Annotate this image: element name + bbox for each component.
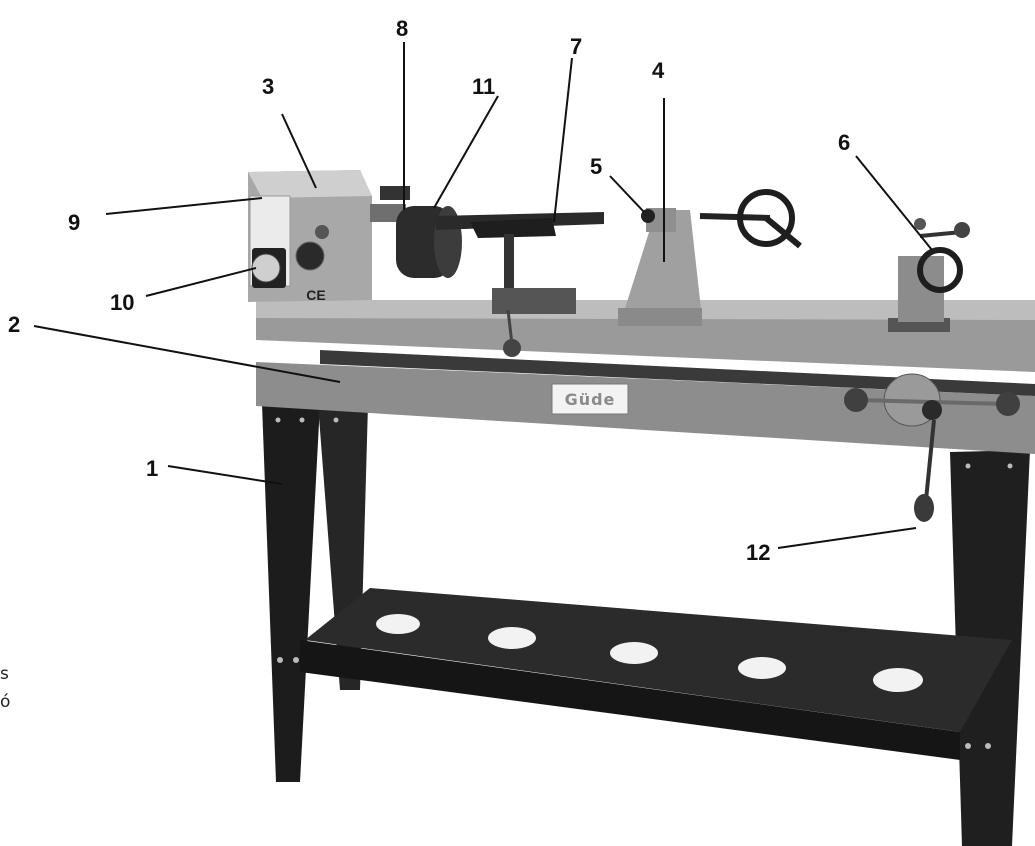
leader-lines — [33, 42, 933, 549]
leader-9 — [105, 197, 263, 215]
leader-7 — [553, 57, 573, 223]
spindle — [370, 204, 406, 222]
tailstock — [618, 189, 802, 326]
leader-10 — [145, 267, 257, 297]
leader-6 — [855, 155, 933, 251]
callout-1: 1 — [146, 456, 158, 481]
headstock: CE — [248, 170, 462, 303]
brand-plate — [551, 383, 629, 415]
callout-12: 12 — [746, 540, 770, 565]
bed-clamp-lever — [844, 373, 1020, 522]
cut-off-text-line-1: s — [0, 664, 9, 684]
bed-top-rail — [256, 318, 1035, 372]
leader-1 — [167, 465, 283, 485]
callout-5: 5 — [590, 154, 602, 179]
brand-logo: Güde — [565, 390, 616, 409]
tailstock-handwheel — [737, 189, 795, 247]
callout-10: 10 — [110, 290, 134, 315]
left-leg — [262, 404, 320, 782]
callout-4: 4 — [652, 58, 665, 83]
callout-numbers: 1 2 3 4 5 6 7 8 9 10 11 12 — [8, 16, 850, 565]
tool-rest-base — [492, 288, 576, 314]
callout-9: 9 — [68, 210, 80, 235]
speed-knob — [295, 241, 325, 271]
bed-lower-beam — [256, 362, 1035, 454]
bottom-shelf — [305, 588, 1012, 732]
callout-2: 2 — [8, 312, 20, 337]
callout-7: 7 — [570, 34, 582, 59]
callout-6: 6 — [838, 130, 850, 155]
leader-12 — [777, 527, 917, 549]
callout-8: 8 — [396, 16, 408, 41]
outboard-handwheel — [917, 247, 963, 293]
leader-3 — [281, 113, 317, 189]
tool-rest — [436, 212, 604, 357]
callout-3: 3 — [262, 74, 274, 99]
cut-off-text-line-2: ó — [0, 692, 11, 712]
stand — [262, 404, 1030, 846]
shelf-front-edge — [300, 640, 960, 760]
callout-11: 11 — [472, 74, 495, 99]
leader-5 — [609, 175, 645, 213]
leader-2 — [33, 325, 341, 383]
ce-mark: CE — [306, 287, 325, 303]
shelf-holes — [376, 614, 923, 692]
outboard-tool-rest — [888, 218, 970, 332]
leader-11 — [433, 95, 499, 209]
